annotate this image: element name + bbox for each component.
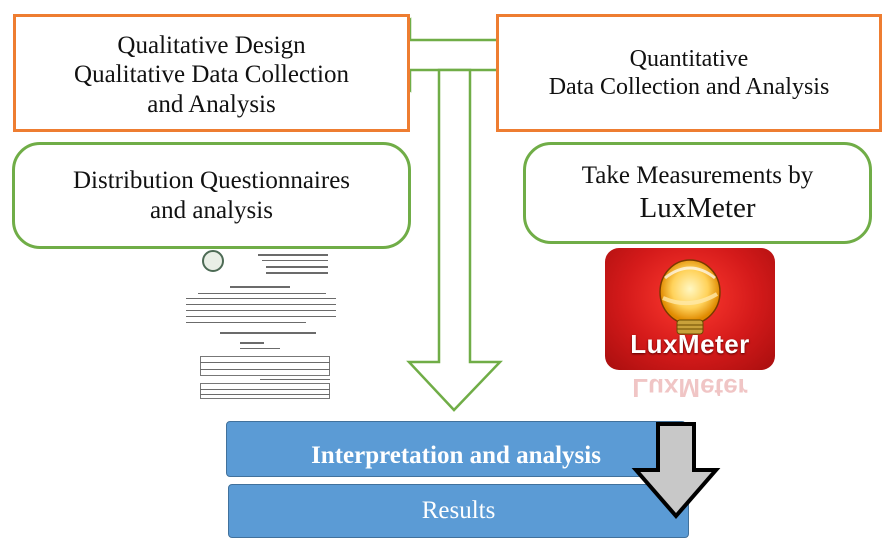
distribution-questionnaires-box: Distribution Questionnaires and analysis [12,142,411,249]
distribution-line-2: and analysis [150,196,273,224]
interpretation-label: Interpretation and analysis [311,442,601,469]
results-box: Results [228,484,689,538]
qualitative-line-3: and Analysis [147,90,276,118]
qualitative-line-1: Qualitative Design [117,31,306,59]
questionnaire-document-image [180,238,340,400]
take-measurements-box: Take Measurements by LuxMeter [523,142,872,244]
qualitative-line-2: Qualitative Data Collection [74,61,349,89]
qualitative-design-box: Qualitative Design Qualitative Data Coll… [13,14,410,132]
luxmeter-icon-label: LuxMeter [630,329,750,359]
university-seal-icon [202,250,224,272]
luxmeter-app-icon: LuxMeter [605,248,775,370]
measurements-line-1: Take Measurements by [581,162,814,190]
lightbulb-icon [659,259,721,335]
down-arrow [406,68,503,412]
quantitative-line-2: Data Collection and Analysis [548,74,830,100]
measurements-line-2: LuxMeter [639,191,756,224]
gray-down-arrow [631,422,721,520]
quantitative-line-1: Quantitative [629,45,749,72]
interpretation-analysis-box: Interpretation and analysis [226,421,686,477]
quantitative-box: Quantitative Data Collection and Analysi… [496,14,882,132]
distribution-line-1: Distribution Questionnaires [72,167,351,194]
results-label: Results [421,497,496,524]
